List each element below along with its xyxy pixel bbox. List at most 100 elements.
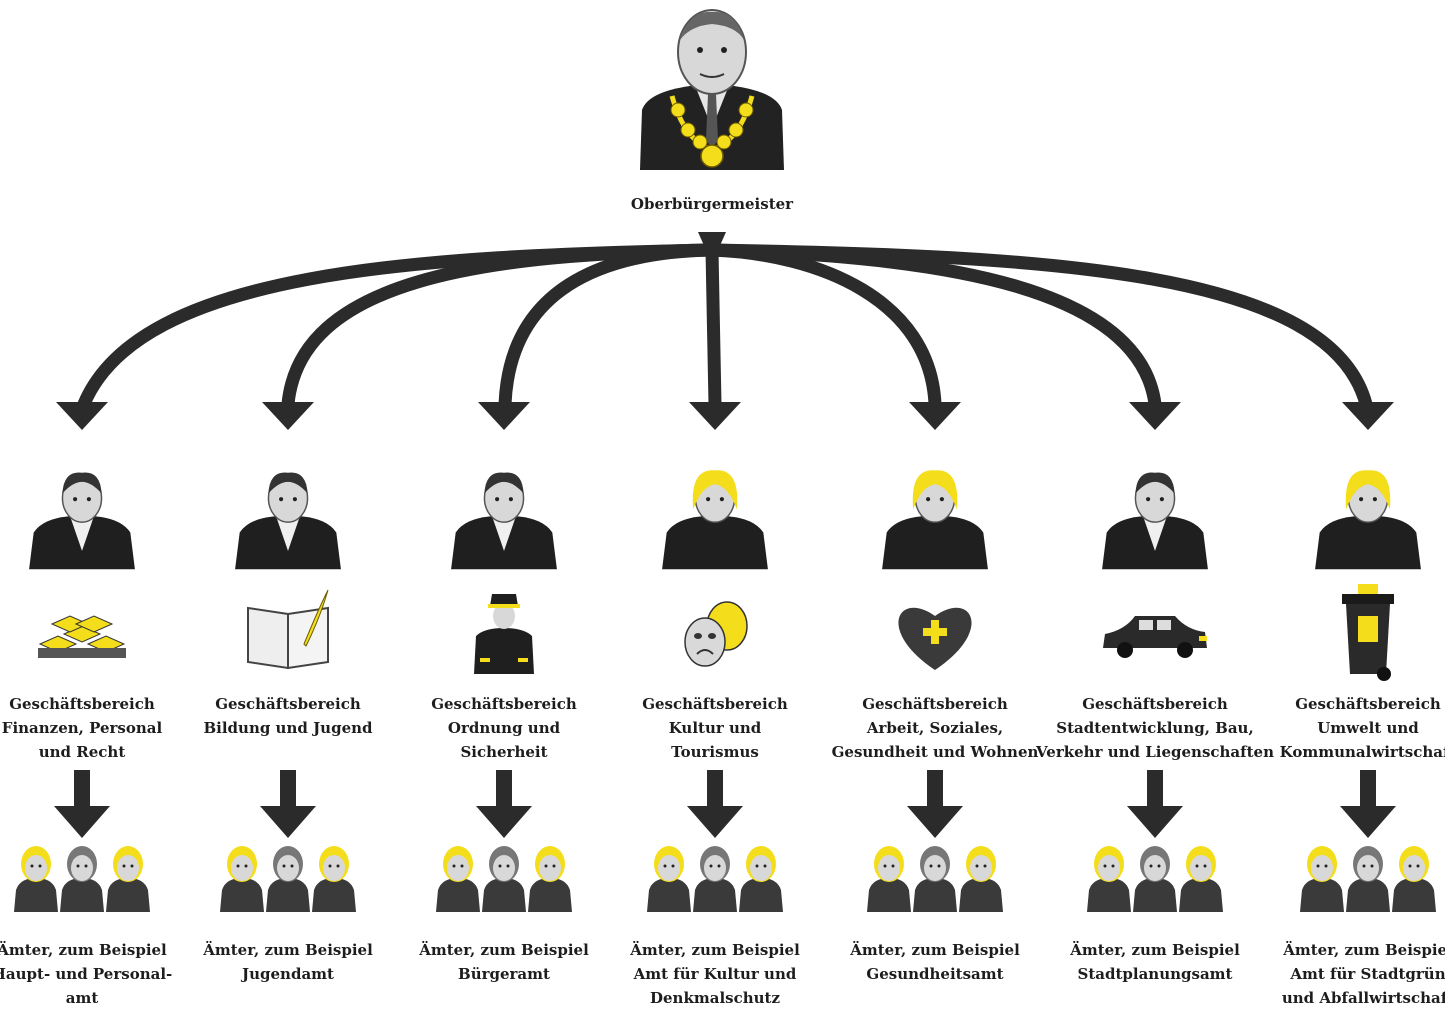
staff-eye	[552, 864, 556, 868]
staff-eye	[544, 864, 548, 868]
staff-body	[959, 878, 1003, 912]
staff-eye	[1103, 864, 1107, 868]
official-eye	[1146, 497, 1151, 502]
cross-horizontal	[923, 628, 947, 636]
staff-eye	[975, 864, 979, 868]
department-title-line: Umwelt und	[1317, 719, 1419, 737]
official-collar	[276, 517, 300, 551]
staff-eye	[76, 864, 80, 868]
down-arrow-shaft	[1360, 770, 1376, 810]
staff-eye	[38, 864, 42, 868]
staff-body	[913, 878, 957, 912]
staff-body	[693, 878, 737, 912]
staff-body	[312, 878, 356, 912]
staff-body	[1133, 878, 1177, 912]
offices-caption-line: Jugendamt	[242, 965, 334, 983]
staff-body	[60, 878, 104, 912]
official-collar	[70, 517, 94, 551]
staff-eye	[498, 864, 502, 868]
staff-eye	[244, 864, 248, 868]
arrow-curve	[77, 243, 719, 411]
down-arrow-head	[260, 806, 316, 838]
offices-caption-line: Haupt- und Personal-	[0, 965, 173, 983]
staff-face	[493, 855, 515, 881]
official-eye	[1372, 497, 1377, 502]
staff-group-icon	[867, 846, 1003, 912]
official-hair	[268, 472, 308, 494]
arrow-curve	[705, 243, 722, 411]
connector-arrows	[54, 232, 1396, 838]
staff-eye	[709, 864, 713, 868]
chain-pendant	[700, 144, 724, 168]
staff-face	[71, 855, 93, 881]
staff-face	[970, 855, 992, 881]
department-title-line: Geschäftsbereich	[862, 695, 1008, 713]
offices-caption-line: Ämter, zum Beispiel	[419, 941, 589, 959]
staff-eye	[30, 864, 34, 868]
chain-medal	[728, 122, 744, 138]
staff-group-icon	[1087, 846, 1223, 912]
department-title-line: Arbeit, Soziales,	[866, 719, 1004, 737]
uniform-stripe	[480, 658, 490, 662]
official-eye	[926, 497, 931, 502]
offices-caption-line: Ämter, zum Beispiel	[850, 941, 1020, 959]
staff-body	[1179, 878, 1223, 912]
offices-caption-line: Denkmalschutz	[650, 989, 780, 1007]
staff-group-icon	[436, 846, 572, 912]
staff-eye	[282, 864, 286, 868]
department-title-line: Verkehr und Liegenschaften	[1036, 743, 1274, 761]
staff-face	[1190, 855, 1212, 881]
official-collar	[1143, 517, 1167, 551]
mask-eye	[708, 633, 716, 639]
staff-body	[647, 878, 691, 912]
staff-face	[25, 855, 47, 881]
cap-band	[488, 604, 520, 608]
car-wheel	[1117, 642, 1133, 658]
staff-face	[1098, 855, 1120, 881]
staff-eye	[460, 864, 464, 868]
mayor-tie	[706, 94, 718, 148]
chain-medal	[716, 134, 732, 150]
book-quill-icon	[247, 589, 329, 670]
staff-group-icon	[14, 846, 150, 912]
offices-caption-line: Amt für Stadtgrün	[1290, 965, 1445, 983]
mayor-label: Oberbürgermeister	[630, 195, 794, 213]
car-window	[1157, 620, 1171, 630]
staff-face	[658, 855, 680, 881]
staff-eye	[755, 864, 759, 868]
departments	[14, 470, 1436, 912]
chain-medal	[670, 102, 686, 118]
arrow-head	[56, 402, 108, 430]
mayor-head	[677, 9, 747, 95]
down-arrow-shaft	[1147, 770, 1163, 810]
department-title-line: Bildung und Jugend	[203, 719, 373, 737]
staff-face	[231, 855, 253, 881]
department-title-line: Geschäftsbereich	[642, 695, 788, 713]
staff-eye	[452, 864, 456, 868]
staff-eye	[883, 864, 887, 868]
car-icon	[1103, 616, 1207, 658]
department-title-line: Tourismus	[671, 743, 759, 761]
down-arrow-shaft	[707, 770, 723, 810]
staff-eye	[506, 864, 510, 868]
official-eye	[1359, 497, 1364, 502]
offices-caption-line: Gesundheitsamt	[866, 965, 1004, 983]
staff-eye	[1324, 864, 1328, 868]
arrow-curve	[705, 243, 942, 411]
money-stack-base	[38, 648, 126, 658]
police-officer-icon	[474, 594, 534, 674]
department-title-line: Gesundheit und Wohnen	[831, 743, 1039, 761]
staff-group-icon	[220, 846, 356, 912]
car-window	[1139, 620, 1153, 630]
department-title-line: Kommunalwirtschaft	[1279, 743, 1445, 761]
car-body	[1103, 616, 1207, 648]
staff-face	[1311, 855, 1333, 881]
official-hair	[692, 470, 738, 510]
